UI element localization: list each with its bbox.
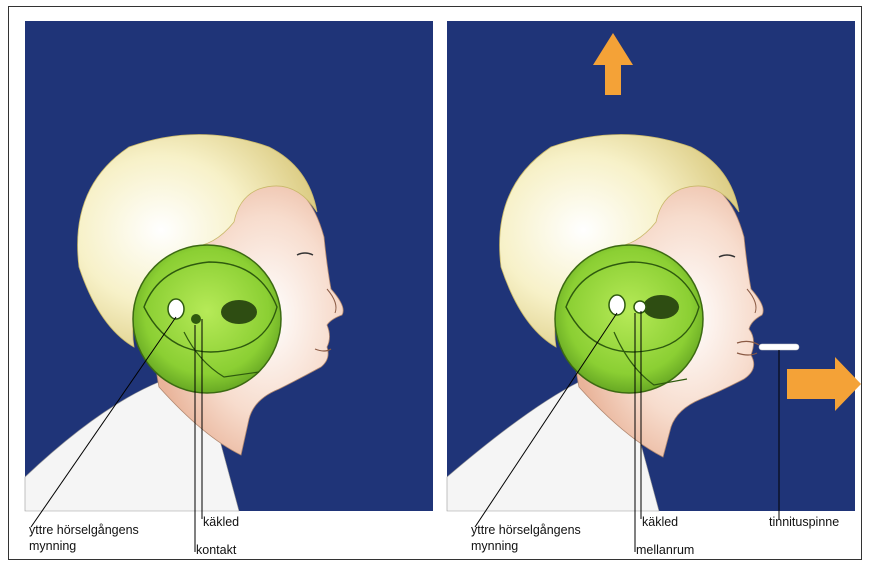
figure-frame: yttre hörselgångens mynning käkled konta…	[8, 6, 862, 560]
label-ear-canal-line1: yttre hörselgångens	[471, 522, 581, 538]
tinnitus-pin	[759, 344, 799, 350]
ear-canal-opening	[168, 299, 184, 319]
label-contact: kontakt	[196, 542, 236, 558]
right-panel	[439, 7, 861, 559]
label-jaw-joint-right: käkled	[642, 514, 678, 530]
label-tinnitus-pin: tinnituspinne	[769, 514, 839, 530]
eye-socket	[221, 300, 257, 324]
label-ear-canal-right: yttre hörselgångens mynning	[471, 522, 581, 554]
label-gap: mellanrum	[636, 542, 694, 558]
skull-lens	[133, 245, 281, 393]
label-ear-canal-line2: mynning	[29, 538, 139, 554]
left-panel	[9, 7, 439, 559]
eye-socket	[643, 295, 679, 319]
jaw-joint	[634, 301, 646, 313]
label-jaw-joint-left: käkled	[203, 514, 239, 530]
jaw-joint	[191, 314, 201, 324]
ear-canal-opening	[609, 295, 625, 315]
label-ear-canal-line2: mynning	[471, 538, 581, 554]
label-ear-canal-line1: yttre hörselgångens	[29, 522, 139, 538]
skull-lens	[555, 245, 703, 393]
label-ear-canal-left: yttre hörselgångens mynning	[29, 522, 139, 554]
